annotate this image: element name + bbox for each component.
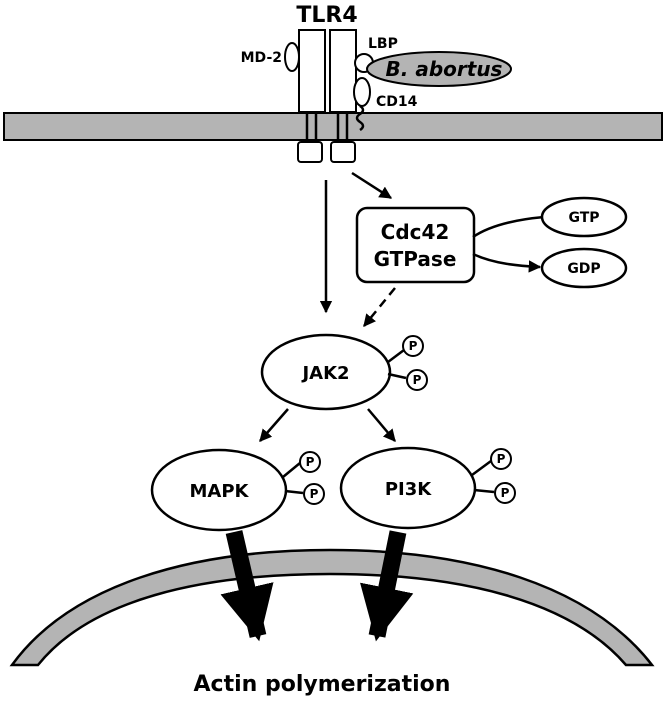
arrow-tlr4-to-cdc42 [351,171,393,200]
lbp-label: LBP [368,36,398,52]
cdc42-gtpase-box [355,206,476,284]
mapk-phospho-1 [299,451,321,473]
mapk-phospho-2-label: P [310,487,319,501]
thick-arrow-pi3k-to-actin [360,530,414,642]
bacterium-b-abortus [366,51,512,87]
gtp-node [540,196,628,238]
pi3k-phospho-1-label: P [497,452,506,466]
tlr4-extracellular-right [329,29,357,113]
jak2-phospho-1-label: P [409,339,418,353]
arrow-jak2-to-mapk [259,408,289,442]
cell-cortex-arc [9,548,655,667]
mapk-phospho-2 [303,483,325,505]
gdp-node [540,247,628,289]
tlr4-extracellular-left [298,29,326,113]
md2-protein [284,42,300,72]
jak2-phospho-1 [402,335,424,357]
cd14-label: CD14 [376,94,418,110]
cell-membrane [3,112,663,141]
arrow-jak2-to-pi3k [367,408,396,442]
tlr4-intracellular-left [297,141,323,163]
mapk-label: MAPK [190,481,250,502]
gtp-label: GTP [568,210,599,226]
dashed-arrow-cdc42-to-jak2 [363,287,396,327]
tlr4-title: TLR4 [296,3,357,28]
pi3k-node [339,446,477,530]
cd14-protein [353,77,371,107]
pi3k-label: PI3K [385,479,432,500]
jak2-node [260,333,392,411]
gtp-to-gdp-cycle [472,215,545,239]
jak2-label: JAK2 [300,363,349,384]
md2-label: MD-2 [241,50,282,66]
actin-polymerization-label: Actin polymerization [194,672,451,697]
pi3k-phospho-2 [494,482,516,504]
bacterium-label: B. abortus [386,57,503,81]
jak2-phospho-2-label: P [413,373,422,387]
gtp-to-gdp-arrow [472,252,542,273]
pi3k-phospho-1 [490,448,512,470]
cd14-anchor [355,104,365,132]
cdc42-line2: GTPase [374,247,457,271]
thick-arrow-mapk-to-actin [220,530,274,642]
tlr4-intracellular-right [330,141,356,163]
tlr4-receptor [297,29,357,163]
cdc42-line1: Cdc42 [381,220,450,244]
gdp-label: GDP [567,261,600,277]
jak2-phospho-2 [406,369,428,391]
mapk-phospho-1-label: P [306,455,315,469]
pi3k-phospho-2-label: P [501,486,510,500]
